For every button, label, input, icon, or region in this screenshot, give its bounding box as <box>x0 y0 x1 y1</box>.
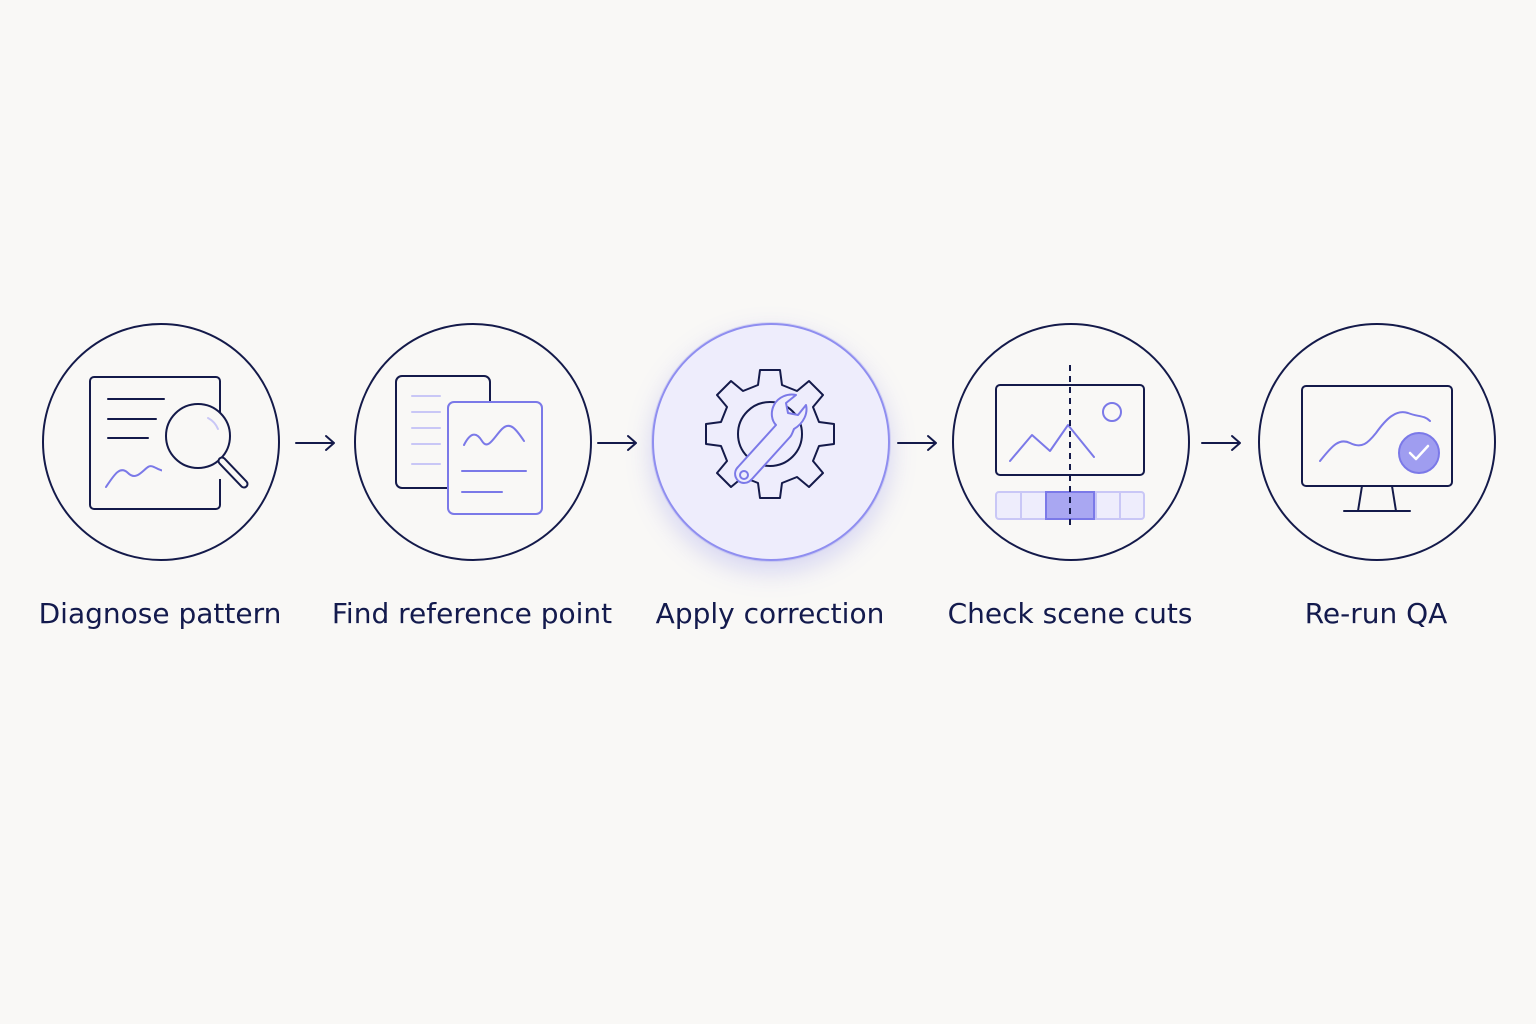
step-label-re-run-qa: Re-run QA <box>1304 597 1448 630</box>
step-diagnose-pattern <box>42 323 280 561</box>
step-label-apply-correction: Apply correction <box>655 597 885 630</box>
monitor-check-icon <box>1301 385 1453 512</box>
arrow-right-icon <box>896 432 940 454</box>
step-label-check-scene-cuts: Check scene cuts <box>947 597 1193 630</box>
step-check-scene-cuts <box>952 323 1190 561</box>
step-apply-correction <box>652 323 890 561</box>
step-label-diagnose-pattern: Diagnose pattern <box>38 597 282 630</box>
document-magnifier-icon <box>89 376 249 510</box>
image-timeline-icon <box>995 365 1145 525</box>
step-find-reference-point <box>354 323 592 561</box>
step-re-run-qa <box>1258 323 1496 561</box>
step-label-find-reference-point: Find reference point <box>331 597 613 630</box>
arrow-right-icon <box>596 432 640 454</box>
gear-wrench-icon <box>705 369 835 499</box>
arrow-right-icon <box>1200 432 1244 454</box>
arrow-right-icon <box>294 432 338 454</box>
stacked-documents-icon <box>395 375 543 515</box>
